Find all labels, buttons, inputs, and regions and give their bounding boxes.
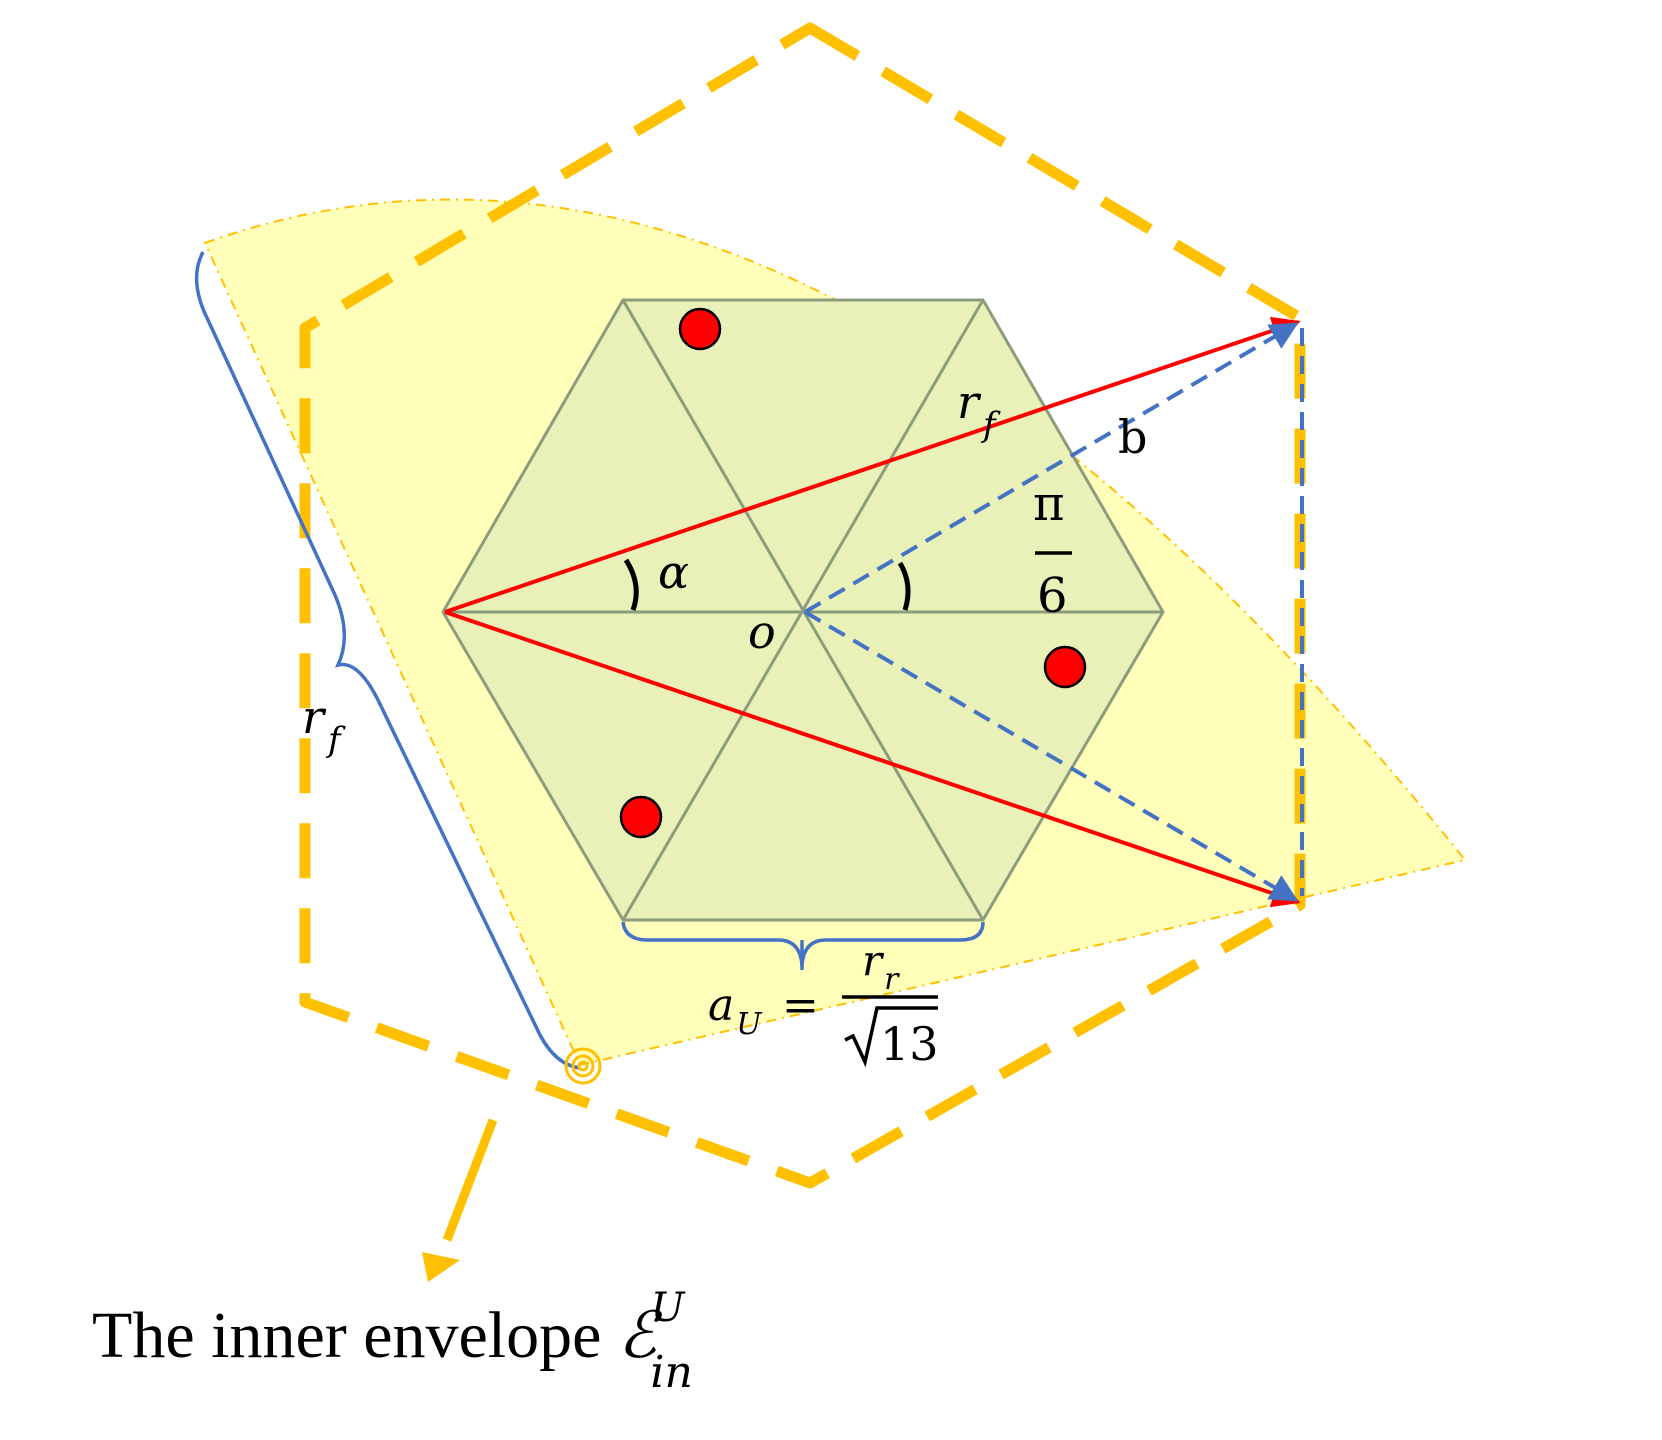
red-dot: [619, 795, 663, 839]
inner-envelope-outline: [299, 22, 1306, 1189]
blue-dashed-upper: [803, 322, 1299, 614]
label-rr: rr: [862, 936, 900, 997]
red-vector-upper: [444, 316, 1301, 614]
red-dot: [678, 307, 722, 351]
label-au: aU: [708, 980, 763, 1042]
blue-dashed-lower: [803, 610, 1299, 902]
caption-pointer-line: [442, 1118, 498, 1242]
caption-symbol-sub: in: [650, 1347, 692, 1398]
label-origin: o: [748, 605, 776, 659]
caption-pointer-arrowhead: [422, 1252, 460, 1282]
envelope-point-marker: [564, 1047, 602, 1085]
caption-symbol: ℰ: [618, 1299, 663, 1373]
red-vector-lower: [444, 610, 1301, 908]
caption-symbol-sup: U: [651, 1285, 686, 1331]
red-dot: [1043, 645, 1087, 689]
label-six: 6: [1037, 568, 1068, 624]
hexagon-diagonals: [443, 299, 1163, 921]
label-pi: π: [1033, 476, 1065, 532]
label-b: b: [1118, 410, 1147, 464]
sqrt-symbol: [844, 1006, 938, 1068]
label-equals: =: [782, 980, 819, 1031]
rf-brace-left: [194, 251, 581, 1070]
alpha-angle-arc: [623, 558, 639, 611]
pi6-angle-arc: [897, 561, 911, 611]
label-sqrt13: 13: [880, 1017, 939, 1071]
label-alpha: α: [658, 545, 689, 599]
